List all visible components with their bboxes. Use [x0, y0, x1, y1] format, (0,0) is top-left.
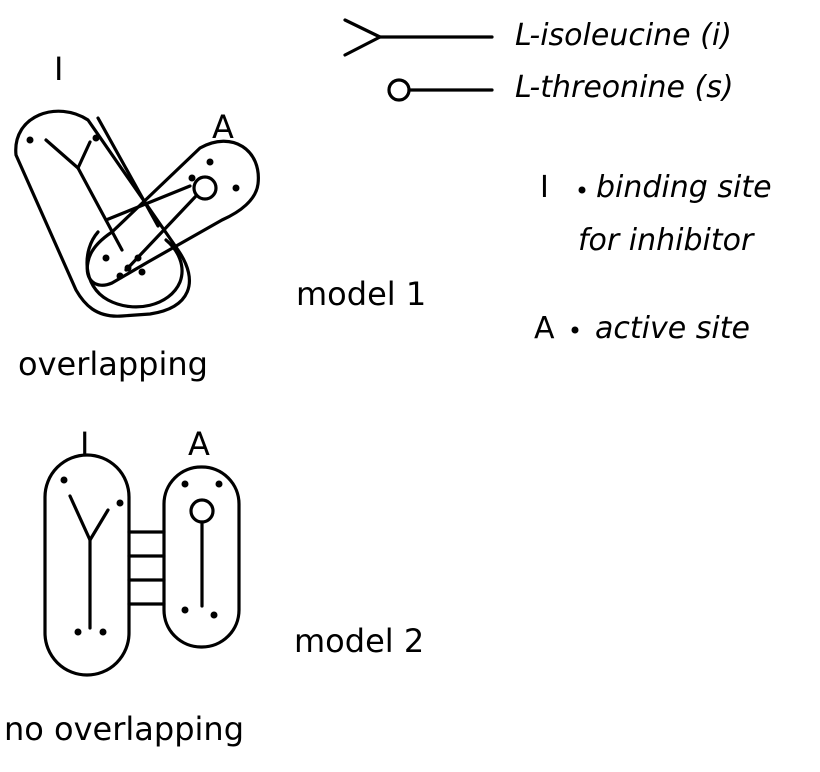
model2-label: model 2 [294, 622, 424, 660]
legend-site-a-desc: active site [595, 311, 750, 346]
model2-threonine-molecule [189, 498, 215, 608]
model2-figure: I A [4, 425, 424, 748]
model1-site-i-label: I [54, 50, 63, 88]
threonine-symbol [387, 78, 494, 102]
model1-label: model 1 [296, 275, 426, 313]
legend-site-i-letter: I [540, 170, 549, 205]
model1-inhibitor-site-capsule [14, 109, 191, 318]
isoleucine-symbol [343, 18, 494, 57]
model1-link-line [96, 116, 160, 228]
model1-site-a-label: A [212, 108, 234, 146]
legend: L-isoleucine (i) L-threonine (s) I bindi… [343, 18, 772, 346]
model1-caption: overlapping [18, 345, 208, 383]
model2-isoleucine-molecule [68, 494, 110, 630]
model2-site-i-label: I [80, 425, 89, 463]
legend-site-a-letter: A [534, 311, 555, 346]
model2-binding-dots [60, 476, 223, 636]
model2-caption: no overlapping [4, 710, 244, 748]
model2-inhibitor-site-capsule [43, 453, 131, 677]
model1-active-site-capsule [85, 139, 260, 287]
model1-link-line [104, 184, 192, 222]
model2-connector [127, 530, 166, 606]
legend-site-i-desc-line2: for inhibitor [578, 223, 755, 258]
model1-isoleucine-molecule [44, 138, 124, 252]
legend-bullet [578, 186, 586, 194]
model2-site-a-label: A [188, 425, 210, 463]
model1-overlap-region [85, 230, 184, 309]
legend-site-i-desc-line1: binding site [596, 170, 772, 205]
model1-figure: I A [14, 50, 426, 383]
threonine-label: L-threonine (s) [515, 70, 734, 105]
legend-bullet [571, 326, 579, 334]
model1-binding-dots [26, 134, 240, 280]
isoleucine-label: L-isoleucine (i) [515, 18, 732, 53]
